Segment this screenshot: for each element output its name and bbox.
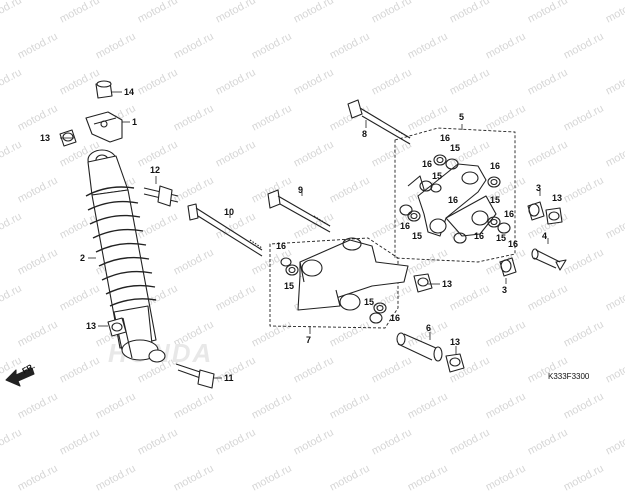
callout-13-e: 13 bbox=[552, 193, 563, 203]
callout-15-arm-d: 15 bbox=[412, 231, 423, 241]
link-seal-16 bbox=[280, 257, 292, 267]
cushion-arm bbox=[407, 163, 497, 237]
front-direction-arrow bbox=[5, 367, 35, 387]
nut-13-b bbox=[107, 317, 127, 337]
callout-3-b: 3 bbox=[502, 285, 508, 295]
callout-16-arm-a: 16 bbox=[440, 133, 451, 143]
upper-mount-bracket bbox=[85, 111, 123, 143]
callout-11: 11 bbox=[224, 373, 234, 383]
callout-4: 4 bbox=[542, 231, 548, 241]
callout-13-c: 13 bbox=[442, 279, 453, 289]
arm-seal-g bbox=[407, 210, 421, 222]
nut-13-c bbox=[413, 273, 433, 293]
link-seal-15 bbox=[285, 264, 299, 276]
bolt-12 bbox=[143, 185, 179, 207]
arm-seal-d bbox=[445, 158, 459, 170]
callout-16-arm-c: 16 bbox=[490, 161, 501, 171]
collar-3-b bbox=[499, 257, 517, 277]
collar-3-a bbox=[527, 201, 545, 221]
arm-seal-h bbox=[453, 232, 467, 244]
flange-nut-14 bbox=[95, 80, 113, 99]
cushion-link bbox=[297, 237, 409, 311]
arm-seal-f bbox=[399, 204, 413, 216]
arm-seal-j bbox=[497, 222, 511, 234]
bolt-9 bbox=[267, 189, 331, 233]
callout-16-arm-e: 16 bbox=[400, 221, 411, 231]
callout-16-arm-d: 16 bbox=[504, 209, 515, 219]
link-seal-16b bbox=[369, 312, 383, 324]
arm-seal-e bbox=[487, 176, 501, 188]
callout-1: 1 bbox=[132, 117, 138, 127]
shock-absorber bbox=[85, 149, 166, 363]
callout-6: 6 bbox=[426, 323, 432, 333]
callout-15-link-b: 15 bbox=[364, 297, 375, 307]
callout-16-arm-g: 16 bbox=[508, 239, 519, 249]
callout-9: 9 bbox=[298, 185, 304, 195]
callout-8: 8 bbox=[362, 129, 368, 139]
nut-13-e bbox=[545, 207, 563, 225]
callout-15-arm-b: 15 bbox=[432, 171, 443, 181]
bolt-8 bbox=[347, 99, 411, 145]
callout-15-arm-e: 15 bbox=[496, 233, 507, 243]
callout-10: 10 bbox=[224, 207, 235, 217]
shaft-4 bbox=[531, 248, 567, 271]
callout-5: 5 bbox=[459, 112, 465, 122]
arm-seal-b bbox=[430, 183, 442, 193]
callout-13-b: 13 bbox=[86, 321, 97, 331]
callout-15-link-a: 15 bbox=[284, 281, 295, 291]
diagram-drawing bbox=[5, 80, 567, 389]
link-seal-15b bbox=[373, 302, 387, 314]
callout-7: 7 bbox=[306, 335, 312, 345]
callout-16-arm-f: 16 bbox=[474, 231, 485, 241]
nut-13-d bbox=[445, 353, 465, 373]
assembly-box-7 bbox=[269, 237, 399, 329]
callout-13-a: 13 bbox=[40, 133, 51, 143]
bolt-11 bbox=[175, 363, 215, 389]
callout-12: 12 bbox=[150, 165, 161, 175]
shaft-6 bbox=[396, 332, 443, 362]
arm-seal-i bbox=[487, 216, 501, 228]
callout-15-arm-a: 15 bbox=[450, 143, 461, 153]
callout-15-arm-c: 15 bbox=[490, 195, 501, 205]
arm-seal-c bbox=[433, 154, 447, 166]
diagram-code: K333F3300 bbox=[548, 372, 590, 381]
callout-16-arm-h: 16 bbox=[448, 195, 459, 205]
callout-16-link-a: 16 bbox=[276, 241, 287, 251]
bolt-10 bbox=[187, 203, 263, 257]
callout-13-d: 13 bbox=[450, 337, 461, 347]
callout-16-link-b: 16 bbox=[390, 313, 401, 323]
callout-16-arm-b: 16 bbox=[422, 159, 433, 169]
callout-3-a: 3 bbox=[536, 183, 542, 193]
callout-2: 2 bbox=[80, 253, 86, 263]
callout-14: 14 bbox=[124, 87, 135, 97]
